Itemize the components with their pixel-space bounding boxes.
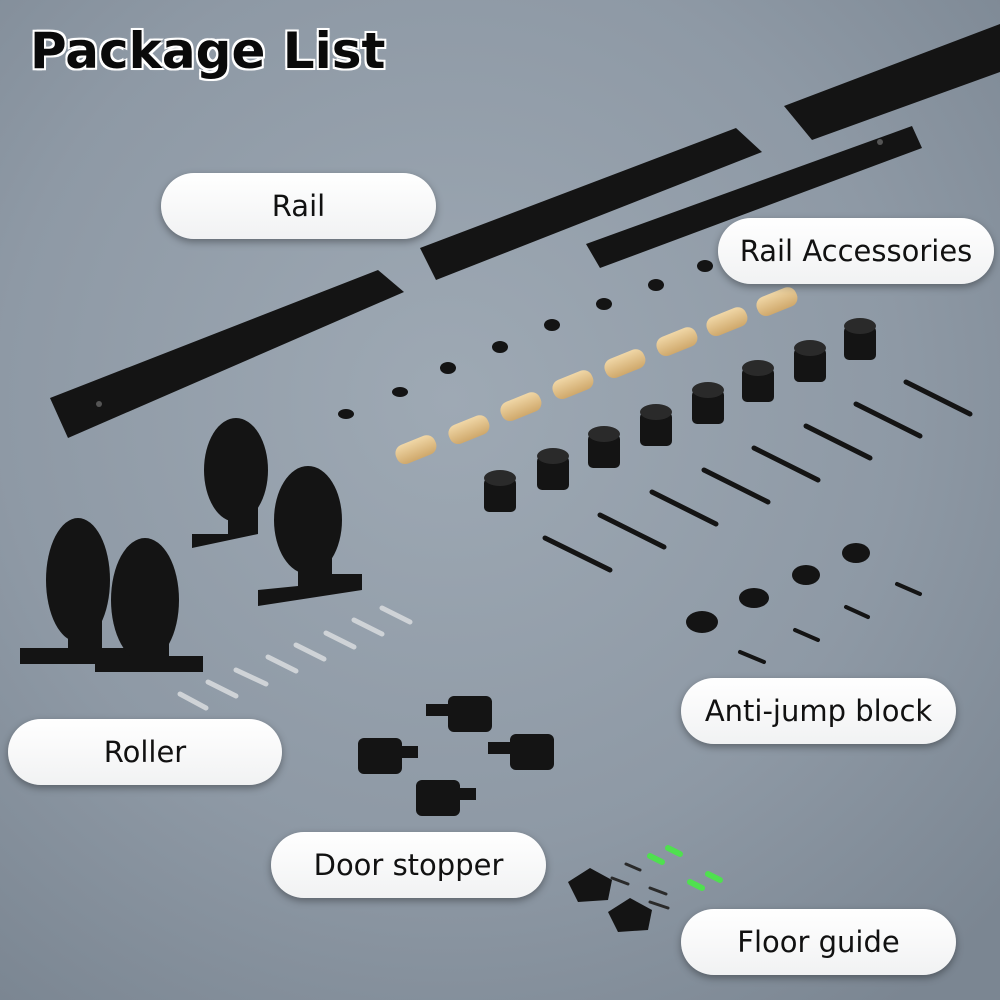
rail-bar: [420, 128, 762, 280]
rail-bars: [50, 24, 1000, 438]
door-stoppers: [358, 696, 554, 816]
rail-bar: [586, 126, 922, 268]
rail-stop-knobs: [484, 318, 876, 512]
label-rail: Rail: [161, 173, 436, 239]
label-anti-jump-block: Anti-jump block: [681, 678, 956, 744]
label-rail-accessories: Rail Accessories: [718, 218, 994, 284]
roller-hangers: [20, 418, 362, 672]
page-title: Package List: [30, 22, 386, 80]
wood-dowel-anchors: [395, 287, 798, 465]
anti-jump-blocks: [686, 543, 922, 664]
label-door-stopper: Door stopper: [271, 832, 546, 898]
label-roller: Roller: [8, 719, 282, 785]
floor-guide: [568, 845, 723, 932]
lag-screws: [542, 379, 973, 573]
rail-bar: [784, 24, 1000, 140]
label-floor-guide: Floor guide: [681, 909, 956, 975]
rail-spacer-washers: [338, 260, 713, 419]
rail-bar: [50, 270, 404, 438]
small-screws: [177, 605, 413, 711]
